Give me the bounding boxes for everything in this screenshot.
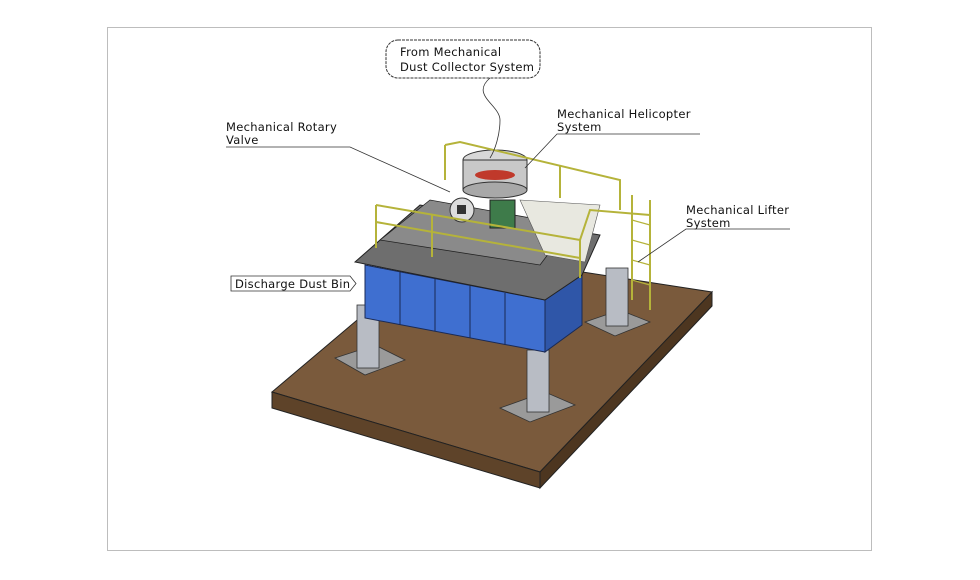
rotary-valve-callout: Mechanical Rotary Valve — [226, 120, 451, 193]
helicopter-label-line1: Mechanical Helicopter — [557, 107, 691, 121]
lifter-callout: Mechanical Lifter System — [637, 203, 790, 263]
lifter-label-line1: Mechanical Lifter — [686, 203, 789, 217]
source-callout-cloud: From Mechanical Dust Collector System — [385, 39, 541, 159]
helicopter-unit — [462, 149, 528, 199]
support-columns — [356, 267, 629, 413]
dust-bin-callout: Discharge Dust Bin — [230, 275, 357, 292]
ladder-rungs — [631, 219, 651, 286]
rotary-valve-label-line1: Mechanical Rotary — [226, 120, 337, 134]
source-label-line1: From Mechanical — [400, 45, 501, 59]
helicopter-callout: Mechanical Helicopter System — [524, 107, 700, 169]
dust-bin-label: Discharge Dust Bin — [235, 277, 350, 291]
rotary-valve — [449, 197, 516, 229]
railings — [375, 140, 651, 310]
source-label-line2: Dust Collector System — [400, 60, 534, 74]
lifter-label-line2: System — [686, 216, 731, 230]
drawing-frame — [107, 27, 872, 551]
rotary-valve-label-line2: Valve — [226, 133, 259, 147]
helicopter-label-line2: System — [557, 120, 602, 134]
